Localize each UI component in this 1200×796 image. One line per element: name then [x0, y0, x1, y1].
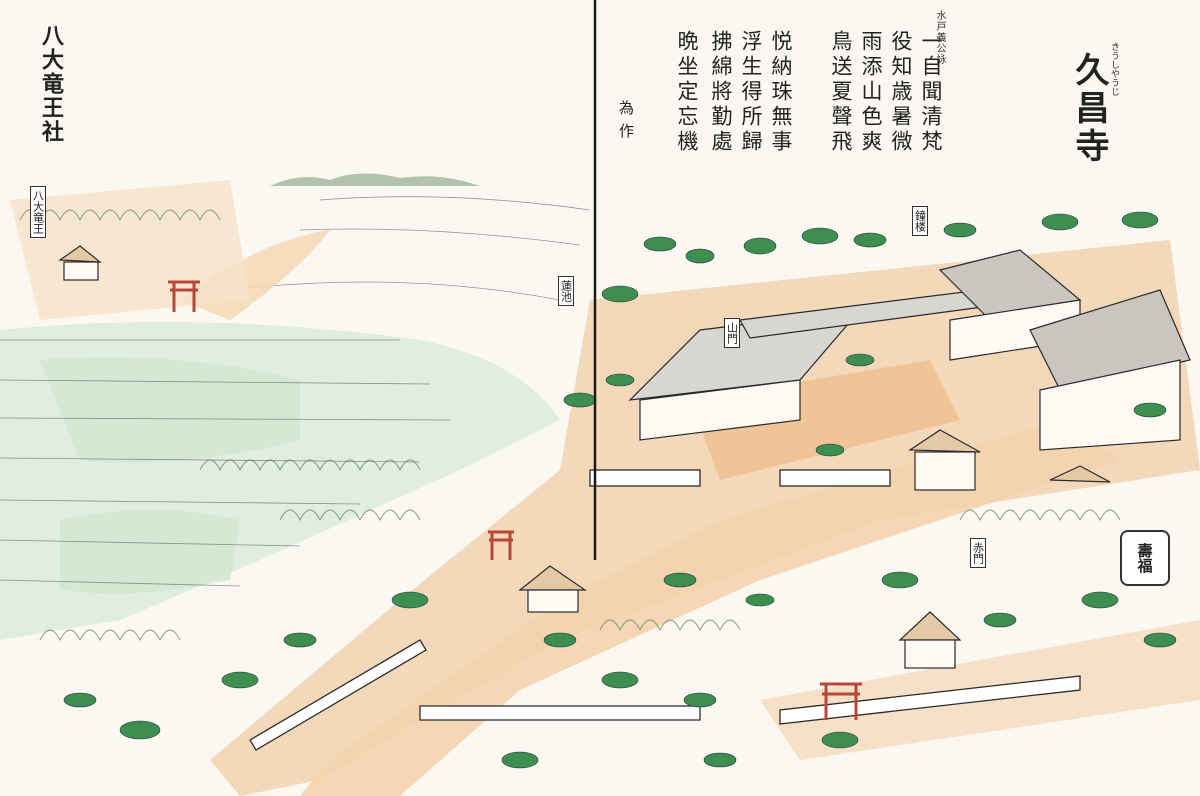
main-hall-body: [639, 379, 801, 441]
poem-author: 為作: [617, 100, 635, 146]
torii-gates: [168, 280, 862, 720]
temple-halls: [58, 245, 1191, 669]
distant-island: [270, 173, 480, 186]
bell-tower-body: [904, 639, 956, 669]
approach-road: [300, 420, 1120, 796]
poem-line: 悦納珠無事: [769, 30, 793, 155]
torii-left: [168, 280, 200, 312]
label-plaque-bell: 鐘楼: [912, 206, 928, 236]
label-plaque-left-shrine: 八大竜王: [30, 186, 46, 238]
title-ruby: きうしやうじ: [1109, 42, 1119, 96]
poem-line: 浮生得所歸: [739, 30, 763, 155]
left-shrine-roof: [58, 245, 102, 263]
gatehouse-body: [914, 451, 976, 491]
left-shrine-body: [63, 261, 99, 281]
shrine-ground-left: [10, 180, 250, 320]
poem-line: 雨添山色爽: [859, 30, 883, 155]
label-plaque-center-gate: 山門: [724, 318, 740, 348]
poem-line: 一自聞清梵: [919, 30, 943, 155]
torii-center: [488, 530, 514, 560]
pine-trees: [63, 211, 1177, 769]
poem-line: 拂綿將勤處: [709, 30, 733, 155]
label-plaque-gate: 赤門: [970, 538, 986, 568]
bell-tower-roof: [898, 611, 962, 641]
east-hall-body: [1039, 359, 1181, 451]
pagoda-body: [527, 589, 579, 613]
poem-line: 役知歳暑微: [889, 30, 913, 155]
poem-line: 鳥送夏聲飛: [829, 30, 853, 155]
scrub-brush: [19, 209, 1121, 642]
wave-lines: [0, 196, 591, 587]
artist-seal: 壽福: [1120, 530, 1170, 586]
sea-shallow: [40, 357, 300, 463]
gatehouse-roof: [908, 429, 981, 453]
temple-title: 久昌寺: [1069, 52, 1109, 166]
poem-line: 晩坐定忘機: [675, 30, 699, 155]
poem-heading: 水戸義公詠: [934, 10, 945, 65]
seal-text: 壽福: [1135, 543, 1154, 573]
torii-right: [820, 682, 862, 720]
shrine-title: 八大竜王社: [38, 24, 64, 144]
small-shrine-roof: [1049, 465, 1111, 483]
label-plaque-center-tree: 蓮池: [558, 276, 574, 306]
temple-grounds: [210, 240, 1200, 796]
sea-shallow-lower: [60, 510, 240, 594]
east-hall-roof: [1029, 289, 1191, 391]
